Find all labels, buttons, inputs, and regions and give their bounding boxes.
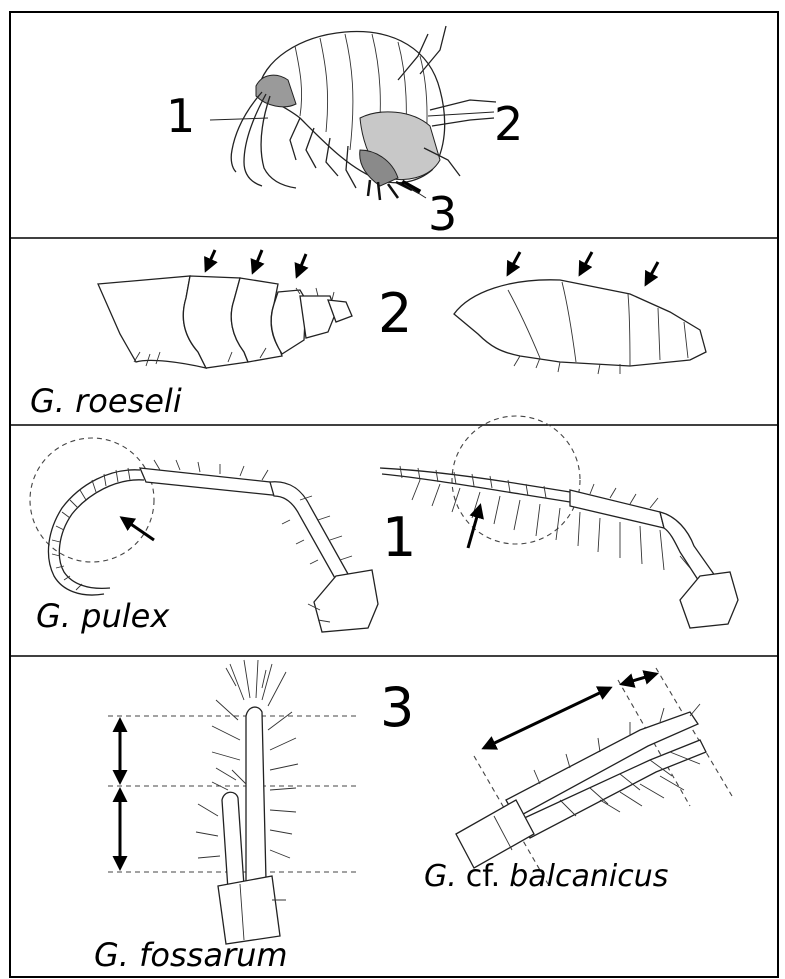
label-3: 3 <box>428 187 457 241</box>
pulex-antenna-right <box>380 416 738 628</box>
panel4-number: 3 <box>380 676 414 739</box>
roeseli-urosome-right <box>454 280 706 374</box>
species-pulex: G. pulex <box>36 597 170 635</box>
panel-whole-amphipod: 1 2 3 <box>166 26 523 241</box>
species-fossarum: G. fossarum <box>94 936 288 974</box>
species-roeseli: G. roeseli <box>30 382 182 420</box>
panel2-number: 2 <box>378 282 412 345</box>
label-2: 2 <box>494 97 523 151</box>
species-balcanicus: G. cf. balcanicus <box>424 859 668 894</box>
panel3-number: 1 <box>382 506 416 569</box>
balcanicus-uropod <box>456 668 732 884</box>
amphipod-body-illustration <box>231 26 496 200</box>
roeseli-urosome-left <box>98 276 352 368</box>
species-balcanicus-name: balcanicus <box>509 859 668 894</box>
fossarum-uropod <box>108 660 356 944</box>
panel-pulex: 1 G. pulex <box>30 416 738 635</box>
panel-fossarum-balcanicus: 3 G. fossarum G. cf. balcanicus <box>94 660 732 974</box>
roeseli-arrows <box>206 250 658 284</box>
panel-roeseli: 2 G. roeseli <box>30 250 706 420</box>
label-1: 1 <box>166 89 195 143</box>
species-balcanicus-cf: cf. <box>466 859 500 894</box>
species-balcanicus-genus: G. <box>424 859 457 894</box>
